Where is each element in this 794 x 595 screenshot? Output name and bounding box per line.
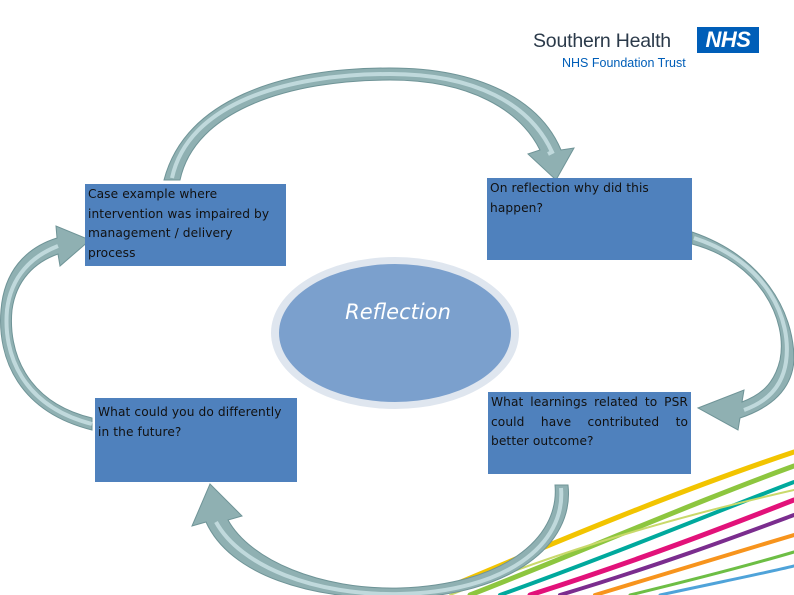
arrow-bottom	[191, 483, 569, 595]
center-label: Reflection	[345, 300, 451, 324]
arrow-top	[163, 67, 575, 181]
center-ellipse	[279, 264, 511, 402]
step-box-future: What could you do differently in the fut…	[95, 398, 297, 482]
nhs-logo: NHS	[697, 27, 759, 53]
step-box-learnings: What learnings related to PSR could have…	[488, 392, 691, 474]
arrow-left	[0, 225, 93, 431]
logo-name: Southern Health	[533, 30, 671, 52]
step-text: What learnings related to PSR could have…	[491, 395, 688, 448]
step-text: On reflection why did this happen?	[490, 181, 649, 215]
logo-subtitle: NHS Foundation Trust	[562, 56, 686, 70]
step-text: What could you do differently in the fut…	[98, 405, 282, 439]
step-box-reflection-why: On reflection why did this happen?	[487, 178, 692, 260]
step-text: Case example where intervention was impa…	[88, 187, 270, 260]
step-box-case-example: Case example where intervention was impa…	[85, 184, 286, 266]
arrow-right	[691, 231, 794, 431]
